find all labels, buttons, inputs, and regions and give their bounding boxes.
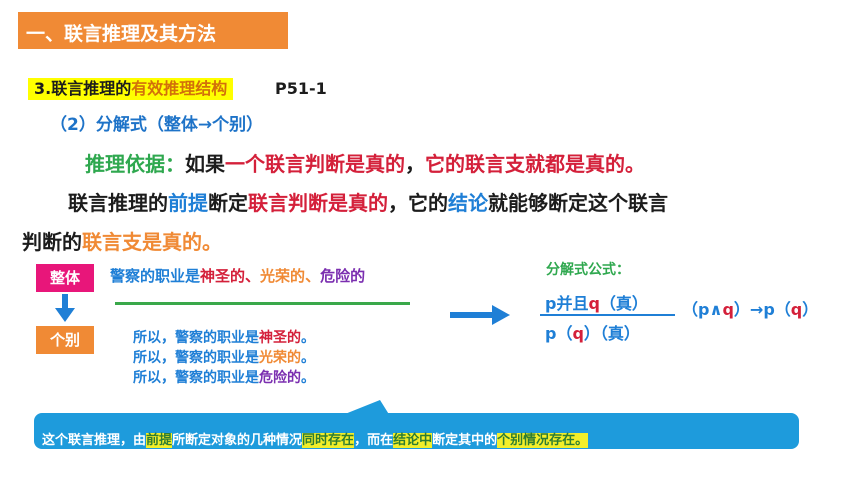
premise-term: 前提 <box>168 191 208 215</box>
statement-emphasis: 联言支是真的。 <box>82 230 222 254</box>
formula-divider <box>540 314 675 316</box>
basis-label: 推理依据： <box>85 152 185 176</box>
premise-dangerous: 危险的 <box>320 267 366 285</box>
conclusion-text: 所以，警察的职业是 <box>133 350 259 366</box>
summary-part: ，而在 <box>354 433 394 448</box>
statement-text: 断定 <box>208 191 248 215</box>
inference-line <box>115 302 410 305</box>
statement-text: 联言推理的 <box>68 191 168 215</box>
conclusion-end: 。 <box>301 350 315 366</box>
conclusion-value: 光荣的 <box>259 350 301 366</box>
summary-highlight: 个别情况存在。 <box>497 433 589 448</box>
conclusion-2: 所以，警察的职业是光荣的。 <box>133 347 315 367</box>
formula-text: （真） <box>599 294 648 313</box>
conclusion-text: 所以，警察的职业是 <box>133 330 259 346</box>
formula-inline: （p∧q）→p（q） <box>682 296 818 320</box>
basis-emphasis: 一个联言判断是真的 <box>225 152 405 176</box>
conclusion-text: 所以，警察的职业是 <box>133 370 259 386</box>
premise-sep: 、 <box>305 267 321 285</box>
heading-highlight: 有效推理结构 <box>131 79 228 98</box>
summary-part: 这个联言推理，由 <box>42 433 147 448</box>
reasoning-basis: 推理依据：如果一个联言判断是真的，它的联言支就都是真的。 <box>85 148 645 177</box>
formula-text: ）→p（ <box>733 300 791 319</box>
conclusion-term: 结论 <box>448 191 488 215</box>
premise-text: 警察的职业是 <box>110 267 201 285</box>
conclusion-value: 危险的 <box>259 370 301 386</box>
basis-text: 如果 <box>185 152 225 176</box>
conclusion-3: 所以，警察的职业是危险的。 <box>133 367 315 387</box>
page-reference: P51-1 <box>275 79 327 98</box>
summary-highlight: 前提 <box>146 433 173 448</box>
formula-label: 分解式公式： <box>546 262 630 278</box>
down-arrow-icon <box>55 294 75 322</box>
formula-q: q <box>790 300 803 319</box>
title-bar <box>18 12 288 49</box>
premise-sep: 、 <box>245 267 261 285</box>
formula-text: ） <box>802 300 819 319</box>
statement-text: 判断的 <box>22 230 82 254</box>
right-arrow-icon <box>450 305 510 325</box>
conclusion-value: 神圣的 <box>259 330 301 346</box>
formula-text: （p∧ <box>682 300 723 319</box>
conclusion-1: 所以，警察的职业是神圣的。 <box>133 327 315 347</box>
subheading: （2）分解式（整体→个别） <box>50 115 264 135</box>
conclusion-end: 。 <box>301 330 315 346</box>
formula-text: ）（真） <box>583 324 640 343</box>
basis-result: 它的联言支就都是真的。 <box>425 152 645 176</box>
heading-prefix: 3.联言推理的 <box>34 79 132 98</box>
summary-text: 这个联言推理，由前提所断定对象的几种情况同时存在，而在结论中断定其中的个别情况存… <box>42 429 589 448</box>
formula-q: q <box>572 324 584 343</box>
summary-highlight: 结论中 <box>393 433 433 448</box>
statement-line-1: 联言推理的前提断定联言判断是真的，它的结论就能够断定这个联言 <box>68 187 668 216</box>
formula-q: q <box>588 294 600 313</box>
basis-comma: ， <box>405 152 425 176</box>
conclusion-end: 。 <box>301 370 315 386</box>
formula-text: （ <box>556 324 573 343</box>
formula-q: q <box>722 300 734 319</box>
formula-numerator: p并且q（真） <box>545 290 648 314</box>
section-heading: 3.联言推理的有效推理结构 <box>28 78 234 100</box>
summary-part: 所断定对象的几种情况 <box>172 433 303 448</box>
premise-sentence: 警察的职业是神圣的、光荣的、危险的 <box>110 265 365 286</box>
premise-sacred: 神圣的 <box>200 267 246 285</box>
bubble-tail <box>340 400 390 416</box>
statement-emphasis: 联言判断是真的 <box>248 191 388 215</box>
formula-text: p <box>545 324 557 343</box>
statement-line-2: 判断的联言支是真的。 <box>22 226 222 255</box>
premise-glorious: 光荣的 <box>260 267 306 285</box>
formula-text: p并且 <box>545 294 589 313</box>
page-title: 一、联言推理及其方法 <box>26 23 217 45</box>
formula-denominator: p（q）（真） <box>545 320 640 344</box>
summary-highlight: 同时存在 <box>302 433 355 448</box>
individual-box: 个别 <box>36 326 94 354</box>
statement-text: ，它的 <box>388 191 448 215</box>
summary-part: 断定其中的 <box>432 433 498 448</box>
statement-text: 就能够断定这个联言 <box>488 191 668 215</box>
whole-box: 整体 <box>36 264 94 292</box>
